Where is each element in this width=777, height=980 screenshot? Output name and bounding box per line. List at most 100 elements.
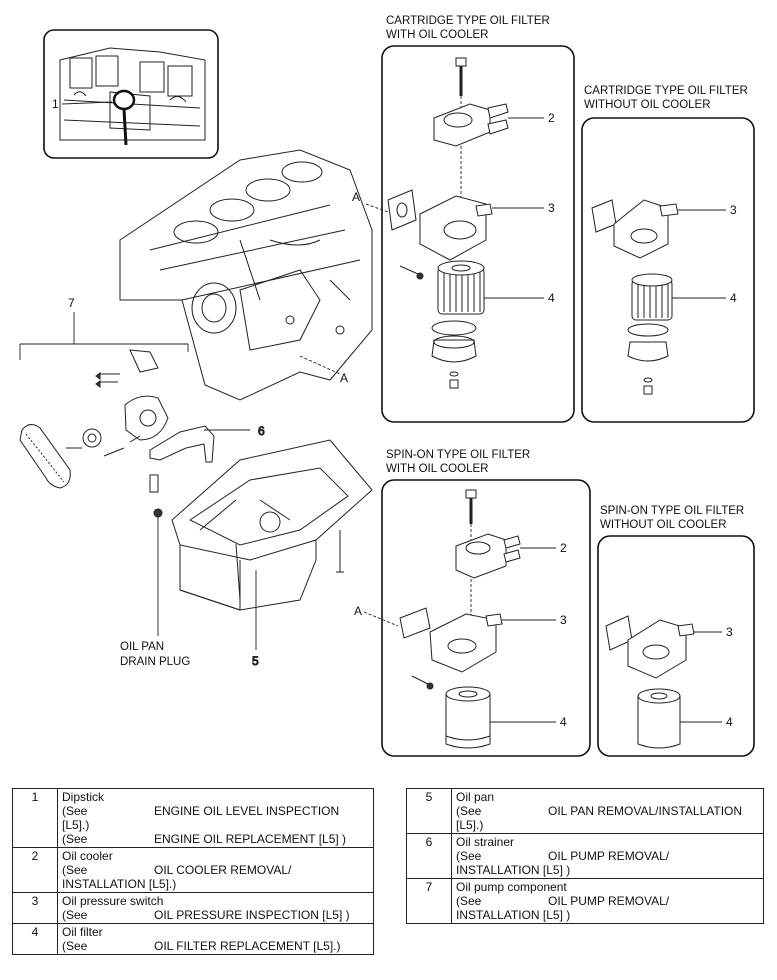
legend-reference-link[interactable]: ENGINE OIL REPLACEMENT [L5] ) bbox=[154, 832, 347, 846]
legend-reference-line: [L5].) bbox=[62, 818, 369, 832]
legend-reference-link[interactable]: OIL PUMP REMOVAL/ bbox=[548, 894, 670, 908]
callout-a-3: A bbox=[354, 604, 362, 618]
legend-see-text: (See bbox=[62, 832, 88, 846]
legend-reference-line: (See ENGINE OIL LEVEL INSPECTION bbox=[62, 804, 369, 818]
legend-item-name: Oil pump component bbox=[456, 880, 567, 894]
callout-4-spin: 4 bbox=[560, 715, 567, 729]
legend-row: 3 Oil pressure switch(See OIL PRESSURE INS… bbox=[12, 892, 374, 924]
legend-see-text: (See bbox=[456, 804, 482, 818]
heading-spin-with-1: SPIN-ON TYPE OIL FILTER bbox=[386, 449, 530, 461]
legend-item-text: Oil pressure switch(See OIL PRESSURE INSP… bbox=[57, 892, 374, 924]
callout-3-spin: 3 bbox=[560, 613, 567, 627]
legend-item-text: Oil pump component(See OIL PUMP REMOVAL/I… bbox=[451, 878, 764, 924]
heading-spin-without-2: WITHOUT OIL COOLER bbox=[600, 519, 727, 531]
legend-see-text: (See bbox=[62, 939, 88, 953]
legend-reference-line: (See OIL COOLER REMOVAL/ bbox=[62, 863, 369, 877]
legend-row: 5 Oil pan(See OIL PAN REMOVAL/INSTALLATION… bbox=[406, 788, 764, 834]
legend-item-name: Oil pressure switch bbox=[62, 894, 164, 908]
legend-reference-line: (See OIL PRESSURE INSPECTION [L5] ) bbox=[62, 908, 369, 922]
legend-item-name: Oil cooler bbox=[62, 849, 113, 863]
cartridge-without-cooler: CARTRIDGE TYPE OIL FILTER WITHOUT OIL CO… bbox=[581, 85, 755, 423]
callout-2-spin: 2 bbox=[560, 541, 567, 555]
drain-plug-label-1: OIL PAN bbox=[120, 641, 164, 653]
legend-reference-link[interactable]: OIL PAN REMOVAL/INSTALLATION bbox=[548, 804, 743, 818]
oil-pump-bracket: 7 bbox=[19, 296, 189, 360]
legend-item-number: 3 bbox=[12, 892, 58, 924]
legend-reference-link[interactable]: OIL PRESSURE INSPECTION [L5] ) bbox=[154, 908, 350, 922]
legend-row: 6 Oil strainer(See OIL PUMP REMOVAL/INSTAL… bbox=[406, 833, 764, 879]
legend-item-text: Oil cooler(See OIL COOLER REMOVAL/INSTALL… bbox=[57, 847, 374, 893]
legend-reference-line: (See OIL PUMP REMOVAL/ bbox=[456, 894, 759, 908]
callout-4-spinno: 4 bbox=[726, 715, 733, 729]
legend-reference-line: (See OIL PAN REMOVAL/INSTALLATION bbox=[456, 804, 759, 818]
legend-item-number: 7 bbox=[406, 878, 452, 924]
callout-3-spinno: 3 bbox=[726, 625, 733, 639]
oil-strainer: 6 bbox=[149, 424, 266, 493]
callout-4-cartno: 4 bbox=[730, 291, 737, 305]
drain-plug: OIL PAN DRAIN PLUG bbox=[120, 508, 190, 668]
dipstick-inset: 1 bbox=[43, 29, 219, 159]
legend-see-text: (See bbox=[456, 894, 482, 908]
legend-item-name: Oil strainer bbox=[456, 835, 515, 849]
callout-6: 6 bbox=[258, 424, 265, 438]
legend-see-text: INSTALLATION [L5] ) bbox=[456, 908, 571, 922]
heading-cart-without-1: CARTRIDGE TYPE OIL FILTER bbox=[584, 85, 748, 97]
legend-item-name: Oil filter bbox=[62, 925, 103, 939]
heading-cart-with-1: CARTRIDGE TYPE OIL FILTER bbox=[386, 15, 550, 27]
legend-item-text: Oil filter(See OIL FILTER REPLACEMENT [L5… bbox=[57, 923, 374, 955]
spin-on-with-cooler: SPIN-ON TYPE OIL FILTER WITH OIL COOLER … bbox=[354, 449, 591, 757]
heading-cart-with-2: WITH OIL COOLER bbox=[386, 29, 488, 41]
legend-item-number: 5 bbox=[406, 788, 452, 834]
legend-see-text: INSTALLATION [L5].) bbox=[62, 877, 177, 891]
callout-3-cart: 3 bbox=[548, 201, 555, 215]
legend-item-number: 6 bbox=[406, 833, 452, 879]
engine-block bbox=[119, 149, 373, 401]
legend-see-text: (See bbox=[456, 849, 482, 863]
heading-cart-without-2: WITHOUT OIL COOLER bbox=[584, 99, 711, 111]
callout-1: 1 bbox=[52, 97, 59, 111]
legend-reference-line: (See OIL FILTER REPLACEMENT [L5].) bbox=[62, 939, 369, 953]
legend-row: 4 Oil filter(See OIL FILTER REPLACEMENT [L… bbox=[12, 923, 374, 955]
legend-item-number: 4 bbox=[12, 923, 58, 955]
callout-2-cart: 2 bbox=[548, 111, 555, 125]
legend-item-number: 1 bbox=[12, 788, 58, 848]
legend-item-text: Oil strainer(See OIL PUMP REMOVAL/INSTALL… bbox=[451, 833, 764, 879]
cartridge-with-cooler: CARTRIDGE TYPE OIL FILTER WITH OIL COOLE… bbox=[381, 15, 575, 423]
oil-pump-parts bbox=[19, 349, 169, 489]
legend-item-name: Oil pan bbox=[456, 790, 495, 804]
callout-3-cartno: 3 bbox=[730, 203, 737, 217]
legend-reference-link[interactable]: OIL PUMP REMOVAL/ bbox=[548, 849, 670, 863]
legend-item-number: 2 bbox=[12, 847, 58, 893]
legend-row: 7 Oil pump component(See OIL PUMP REMOVAL/… bbox=[406, 878, 764, 924]
legend-reference-link[interactable]: OIL COOLER REMOVAL/ bbox=[154, 863, 292, 877]
legend-see-text: (See bbox=[62, 863, 88, 877]
legend-see-text: (See bbox=[62, 908, 88, 922]
legend-reference-line: [L5].) bbox=[456, 818, 759, 832]
legend-reference-line: INSTALLATION [L5] ) bbox=[456, 863, 759, 877]
legend-see-text: INSTALLATION [L5] ) bbox=[456, 863, 571, 877]
legend-reference-link[interactable]: ENGINE OIL LEVEL INSPECTION bbox=[154, 804, 340, 818]
callout-4-cart: 4 bbox=[548, 291, 555, 305]
heading-spin-with-2: WITH OIL COOLER bbox=[386, 463, 488, 475]
legend-item-text: Oil pan(See OIL PAN REMOVAL/INSTALLATION [… bbox=[451, 788, 764, 834]
heading-spin-without-1: SPIN-ON TYPE OIL FILTER bbox=[600, 505, 744, 517]
legend-item-name: Dipstick bbox=[62, 790, 105, 804]
legend-reference-line: INSTALLATION [L5].) bbox=[62, 877, 369, 891]
callout-a-2: A bbox=[340, 371, 348, 385]
legend-see-text: [L5].) bbox=[456, 818, 484, 832]
legend-reference-line: INSTALLATION [L5] ) bbox=[456, 908, 759, 922]
legend-reference-line: (See ENGINE OIL REPLACEMENT [L5] ) bbox=[62, 832, 369, 846]
legend-reference-link[interactable]: OIL FILTER REPLACEMENT [L5].) bbox=[154, 939, 341, 953]
spin-on-without-cooler: SPIN-ON TYPE OIL FILTER WITHOUT OIL COOL… bbox=[597, 505, 755, 757]
oil-pan: 5 bbox=[171, 439, 373, 669]
legend-see-text: (See bbox=[62, 804, 88, 818]
legend-see-text: [L5].) bbox=[62, 818, 90, 832]
callout-a-1: A bbox=[352, 190, 360, 204]
legend-reference-line: (See OIL PUMP REMOVAL/ bbox=[456, 849, 759, 863]
callout-7: 7 bbox=[68, 296, 75, 310]
